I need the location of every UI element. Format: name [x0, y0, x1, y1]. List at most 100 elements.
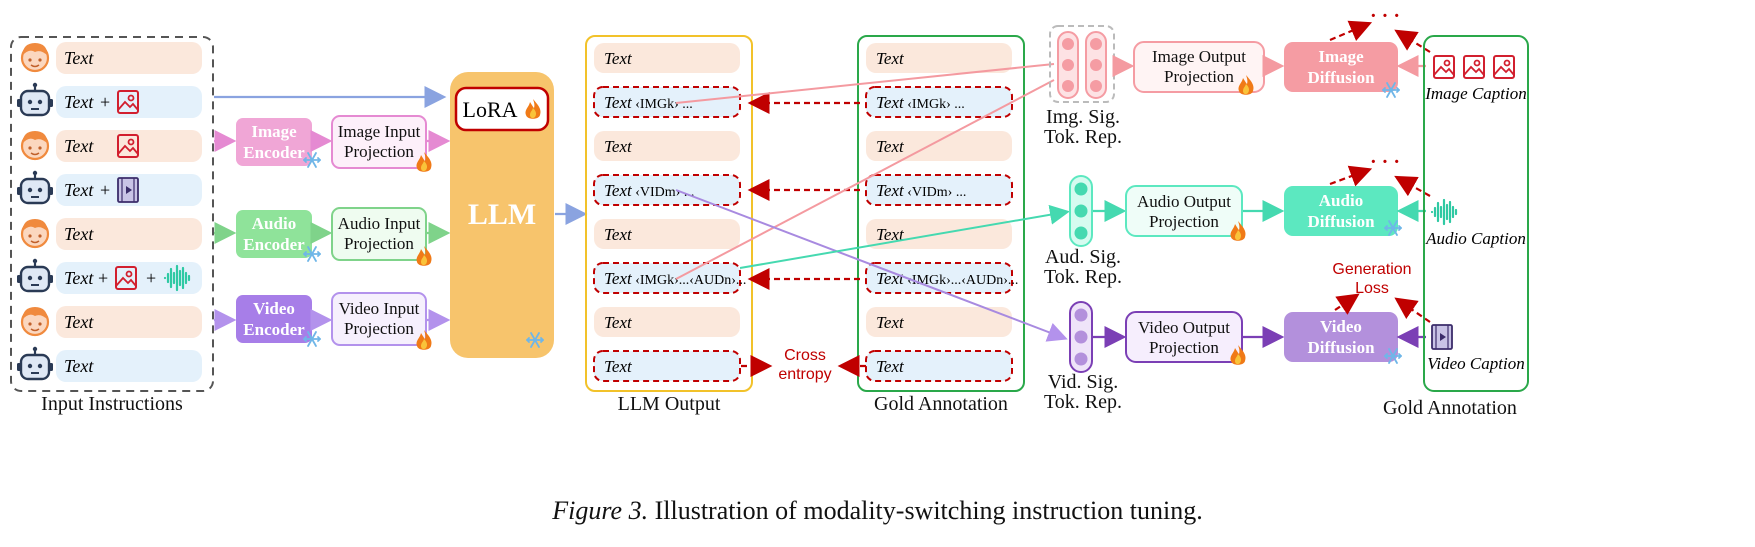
audio-diffusion-label-2: Diffusion: [1307, 212, 1375, 231]
video-diffusion-box: [1284, 312, 1398, 362]
input-text-bubble: [56, 218, 202, 250]
token-row: Text ‹VIDm› ...: [593, 174, 741, 206]
video-input-projection-label-1: Video Input: [339, 299, 420, 318]
token-row: Text: [593, 350, 741, 382]
token-row: Text: [594, 219, 740, 249]
token-text: Text ‹VIDm› ...: [604, 181, 694, 200]
bot-avatar-icon: [15, 81, 55, 117]
link-vid-token: [675, 189, 1068, 342]
video-encoder-label-1: Video: [253, 299, 295, 318]
gen-loss-arrow: [1394, 297, 1431, 323]
gen-loss-arrow: [1329, 20, 1373, 42]
text-box: [866, 307, 1012, 337]
lora-box: [454, 86, 550, 132]
audio-encoder-label-1: Audio: [252, 214, 296, 233]
audio-output-projection-box: [1125, 185, 1243, 237]
video-output-projection-label-1: Video Output: [1138, 318, 1230, 337]
audio-diffusion-label-1: Audio: [1319, 191, 1363, 210]
input-text-bubble: [56, 262, 202, 294]
video-output-projection-box: [1125, 311, 1243, 363]
input-row: Text +: [15, 169, 202, 206]
plus-sign: +: [100, 180, 110, 200]
llm-label: LLM: [468, 198, 536, 231]
token-box: [593, 174, 741, 206]
generation-loss-label-1: Generation: [1332, 261, 1411, 278]
figure-text: Illustration of modality-switching instr…: [654, 496, 1203, 525]
gen-loss-arrow: [1394, 175, 1431, 197]
token-text: Text: [876, 49, 905, 68]
gen-loss-arrow: [1334, 293, 1360, 315]
token-box: [593, 350, 741, 382]
image-encoder-box: [236, 118, 312, 166]
image-diffusion-label-1: Image: [1318, 47, 1364, 66]
input-text-bubble: [56, 130, 202, 162]
image-icon: [1463, 55, 1485, 79]
input-text: Text: [64, 180, 94, 200]
user-avatar-icon: [20, 305, 50, 337]
input-row: Text: [15, 345, 202, 382]
text-box: [866, 131, 1012, 161]
plus-sign: +: [98, 268, 108, 288]
aud-sig-label-1: Aud. Sig.: [1045, 246, 1121, 268]
image-icon: [1433, 55, 1455, 79]
llm-output-label: LLM Output: [618, 393, 721, 415]
bot-avatar-icon: [15, 257, 55, 293]
input-text-bubble: [56, 306, 202, 338]
image-icon: [1493, 55, 1515, 79]
input-text: Text: [64, 312, 94, 332]
user-avatar-icon: [20, 41, 50, 73]
llm-block: [450, 72, 554, 358]
image-input-projection-label-2: Projection: [344, 142, 414, 161]
audio-encoder-box: [236, 210, 312, 258]
image-input-projection-label-1: Image Input: [338, 122, 421, 141]
gold-annotation-right-label: Gold Annotation: [1383, 397, 1517, 419]
image-caption-label: Image Caption: [1424, 84, 1527, 103]
text-box: [866, 43, 1012, 73]
text-box: [594, 219, 740, 249]
loss-dots: · · ·: [1370, 5, 1400, 27]
audio-encoder-label-2: Encoder: [243, 235, 305, 254]
image-output-projection-label-1: Image Output: [1152, 47, 1246, 66]
token-row: Text: [594, 131, 740, 161]
figure-caption: Figure 3. Illustration of modality-switc…: [0, 496, 1755, 526]
llm-output-frame: [585, 35, 753, 392]
token-row: Text: [594, 43, 740, 73]
token-box: [865, 86, 1013, 118]
token-row: Text: [866, 131, 1012, 161]
input-text: Text: [64, 356, 94, 376]
loss-dots: · · ·: [1370, 151, 1400, 173]
token-row: Text ‹IMGk›...‹AUDn›...: [593, 262, 746, 294]
token-text: Text: [876, 313, 905, 332]
text-box: [594, 307, 740, 337]
token-box: [865, 350, 1013, 382]
input-row: Text: [20, 41, 202, 74]
bot-avatar-icon: [15, 345, 55, 381]
audio-input-projection-label-2: Projection: [344, 234, 414, 253]
link-img-token: [675, 63, 1055, 104]
link-img-token-2: [675, 79, 1055, 280]
token-text: Text: [604, 225, 633, 244]
audio-wave-icon: [1430, 198, 1458, 226]
input-row: Text: [20, 305, 202, 338]
token-text: Text ‹VIDm› ...: [876, 181, 966, 200]
input-text: Text: [64, 48, 94, 68]
video-encoder-label-2: Encoder: [243, 320, 305, 339]
audio-diffusion-box: [1284, 186, 1398, 236]
input-text: Text: [64, 224, 94, 244]
image-input-projection-box: [331, 115, 427, 169]
image-encoder-label-2: Encoder: [243, 143, 305, 162]
vid-sig-label-1: Vid. Sig.: [1048, 371, 1118, 393]
token-row: Text: [866, 307, 1012, 337]
video-caption-label: Video Caption: [1427, 354, 1524, 373]
token-box: [865, 262, 1013, 294]
gen-loss-arrow: [1329, 165, 1373, 187]
token-text: Text ‹IMGk› ...: [876, 93, 965, 112]
input-row: Text+: [15, 81, 202, 118]
vid-sig-label-2: Tok. Rep.: [1044, 391, 1122, 413]
token-row: Text ‹IMGk› ...: [593, 86, 741, 118]
link-aud-token: [739, 204, 1070, 269]
